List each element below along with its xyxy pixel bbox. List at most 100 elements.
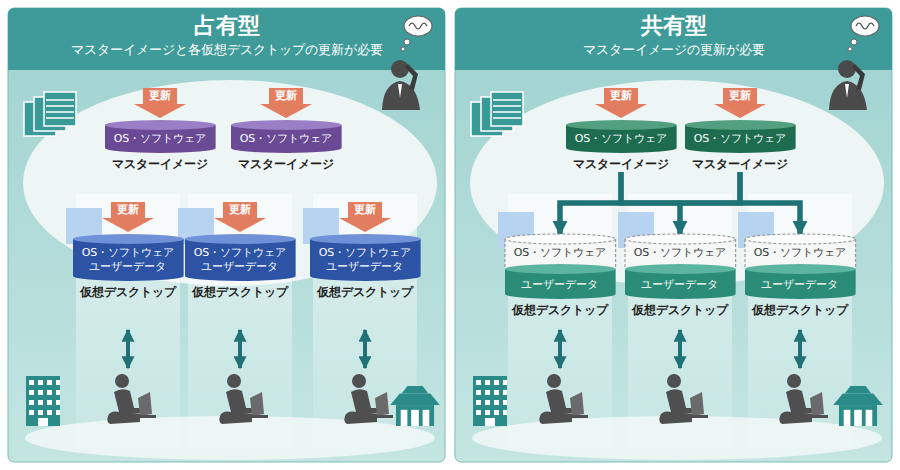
update-arrow-fill (102, 202, 154, 232)
cylinder-body: OS・ソフトウェアユーザーデータ (73, 234, 184, 281)
cylinder-top (231, 120, 342, 130)
access-arrow (238, 330, 242, 368)
office-icon (26, 376, 60, 426)
update-arrow: 更新 (714, 88, 766, 118)
cylinder-side (310, 239, 421, 281)
cylinder-text: OS・ソフトウェア (514, 246, 607, 260)
datacenter-area (470, 80, 884, 286)
update-arrow: 更新 (260, 88, 312, 118)
panel-header-band (455, 8, 892, 70)
cylinder-side (185, 239, 296, 281)
cylinder-body: OS・ソフトウェアユーザーデータ (505, 234, 616, 299)
panel-header-band (8, 8, 445, 70)
cylinder-text: OS・ソフトウェア (240, 132, 333, 146)
update-arrow-fill (339, 202, 391, 232)
user-icon (539, 374, 588, 424)
cylinder-text: OS・ソフトウェア (634, 246, 727, 260)
panel-ground (455, 8, 892, 462)
cylinder-top (310, 234, 421, 244)
cylinder-label: 仮想デスクトップ (512, 302, 608, 318)
type-panel: 共有型マスターイメージの更新が必要更新OS・ソフトウェアマスターイメージ更新OS… (455, 8, 892, 462)
cylinder-text: ユーザーデータ (754, 278, 847, 292)
cylinder-label: 仮想デスクトップ (752, 302, 848, 318)
shared-layer-top (745, 234, 856, 244)
cylinder-text: ユーザーデータ (82, 260, 175, 274)
cylinder-label: マスターイメージ (112, 156, 208, 172)
update-arrow-fill (714, 88, 766, 118)
panel-illustration (8, 8, 445, 462)
update-label: 更新 (214, 202, 266, 218)
access-arrow (558, 330, 562, 368)
house-icon (833, 386, 883, 426)
access-arrow (363, 330, 367, 368)
cylinder-top (105, 120, 216, 130)
access-arrow (126, 330, 130, 368)
cylinder-side (73, 239, 184, 281)
cylinder-text: OS・ソフトウェア (194, 246, 287, 260)
cylinder-label: マスターイメージ (238, 156, 334, 172)
connector-arrow (740, 172, 800, 234)
update-label: 更新 (260, 88, 312, 104)
update-label: 更新 (714, 88, 766, 104)
server-icon (24, 92, 76, 136)
server-icon (471, 92, 523, 136)
update-label: 更新 (339, 202, 391, 218)
master-image-cylinder: OS・ソフトウェアマスターイメージ (231, 120, 342, 172)
panel-subtitle: マスターイメージと各仮想デスクトップの更新が必要 (8, 41, 445, 59)
type-panel: 占有型マスターイメージと各仮想デスクトップの更新が必要更新OS・ソフトウェアマス… (8, 8, 445, 462)
cylinder-top (566, 120, 677, 130)
update-arrow: 更新 (134, 88, 186, 118)
update-label: 更新 (134, 88, 186, 104)
user-icon (779, 374, 828, 424)
user-icon (107, 374, 156, 424)
cylinder-body: OS・ソフトウェア (105, 120, 216, 153)
cylinder-top (185, 234, 296, 244)
update-arrow-fill (214, 202, 266, 232)
panel-subtitle: マスターイメージの更新が必要 (455, 41, 892, 59)
cylinder-top (685, 120, 796, 130)
cylinder-text: OS・ソフトウェア (82, 246, 175, 260)
update-arrow-fill (134, 88, 186, 118)
update-arrow: 更新 (214, 202, 266, 232)
panel-illustration (455, 8, 892, 462)
update-arrow: 更新 (102, 202, 154, 232)
virtual-desktop-cylinder: OS・ソフトウェアユーザーデータ仮想デスクトップ (745, 234, 856, 318)
cylinder-label: 仮想デスクトップ (192, 284, 288, 300)
cylinder-body: OS・ソフトウェアユーザーデータ (310, 234, 421, 281)
update-arrow-fill (260, 88, 312, 118)
virtual-desktop-cylinder: OS・ソフトウェアユーザーデータ仮想デスクトップ (310, 234, 421, 300)
shared-layer-top (625, 234, 736, 244)
cylinder-text: OS・ソフトウェア (694, 132, 787, 146)
update-arrow-fill (595, 88, 647, 118)
panel-title: 占有型 (8, 12, 445, 40)
cylinder-text: ユーザーデータ (194, 260, 287, 274)
cylinder-text: ユーザーデータ (319, 260, 412, 274)
house-icon (390, 386, 440, 426)
update-arrow: 更新 (339, 202, 391, 232)
datacenter-area (23, 80, 437, 286)
cylinder-body: OS・ソフトウェアユーザーデータ (625, 234, 736, 299)
businessman-icon (382, 16, 432, 110)
panel-ground (8, 8, 445, 462)
user-data-top (745, 264, 856, 274)
user-data-top (625, 264, 736, 274)
update-label: 更新 (595, 88, 647, 104)
virtual-desktop-cylinder: OS・ソフトウェアユーザーデータ仮想デスクトップ (625, 234, 736, 318)
cylinder-label: マスターイメージ (573, 156, 669, 172)
user-data-top (505, 264, 616, 274)
cylinder-text: OS・ソフトウェア (319, 246, 412, 260)
user-icon (219, 374, 268, 424)
cylinder-body: OS・ソフトウェアユーザーデータ (185, 234, 296, 281)
update-arrow: 更新 (595, 88, 647, 118)
master-image-cylinder: OS・ソフトウェアマスターイメージ (685, 120, 796, 172)
cylinder-body: OS・ソフトウェア (685, 120, 796, 153)
virtual-desktop-cylinder: OS・ソフトウェアユーザーデータ仮想デスクトップ (505, 234, 616, 318)
panel-title: 共有型 (455, 12, 892, 40)
master-image-cylinder: OS・ソフトウェアマスターイメージ (105, 120, 216, 172)
cylinder-label: マスターイメージ (692, 156, 788, 172)
cylinder-body: OS・ソフトウェア (231, 120, 342, 153)
businessman-icon (829, 16, 879, 110)
cylinder-text: OS・ソフトウェア (575, 132, 668, 146)
cylinder-body: OS・ソフトウェア (566, 120, 677, 153)
